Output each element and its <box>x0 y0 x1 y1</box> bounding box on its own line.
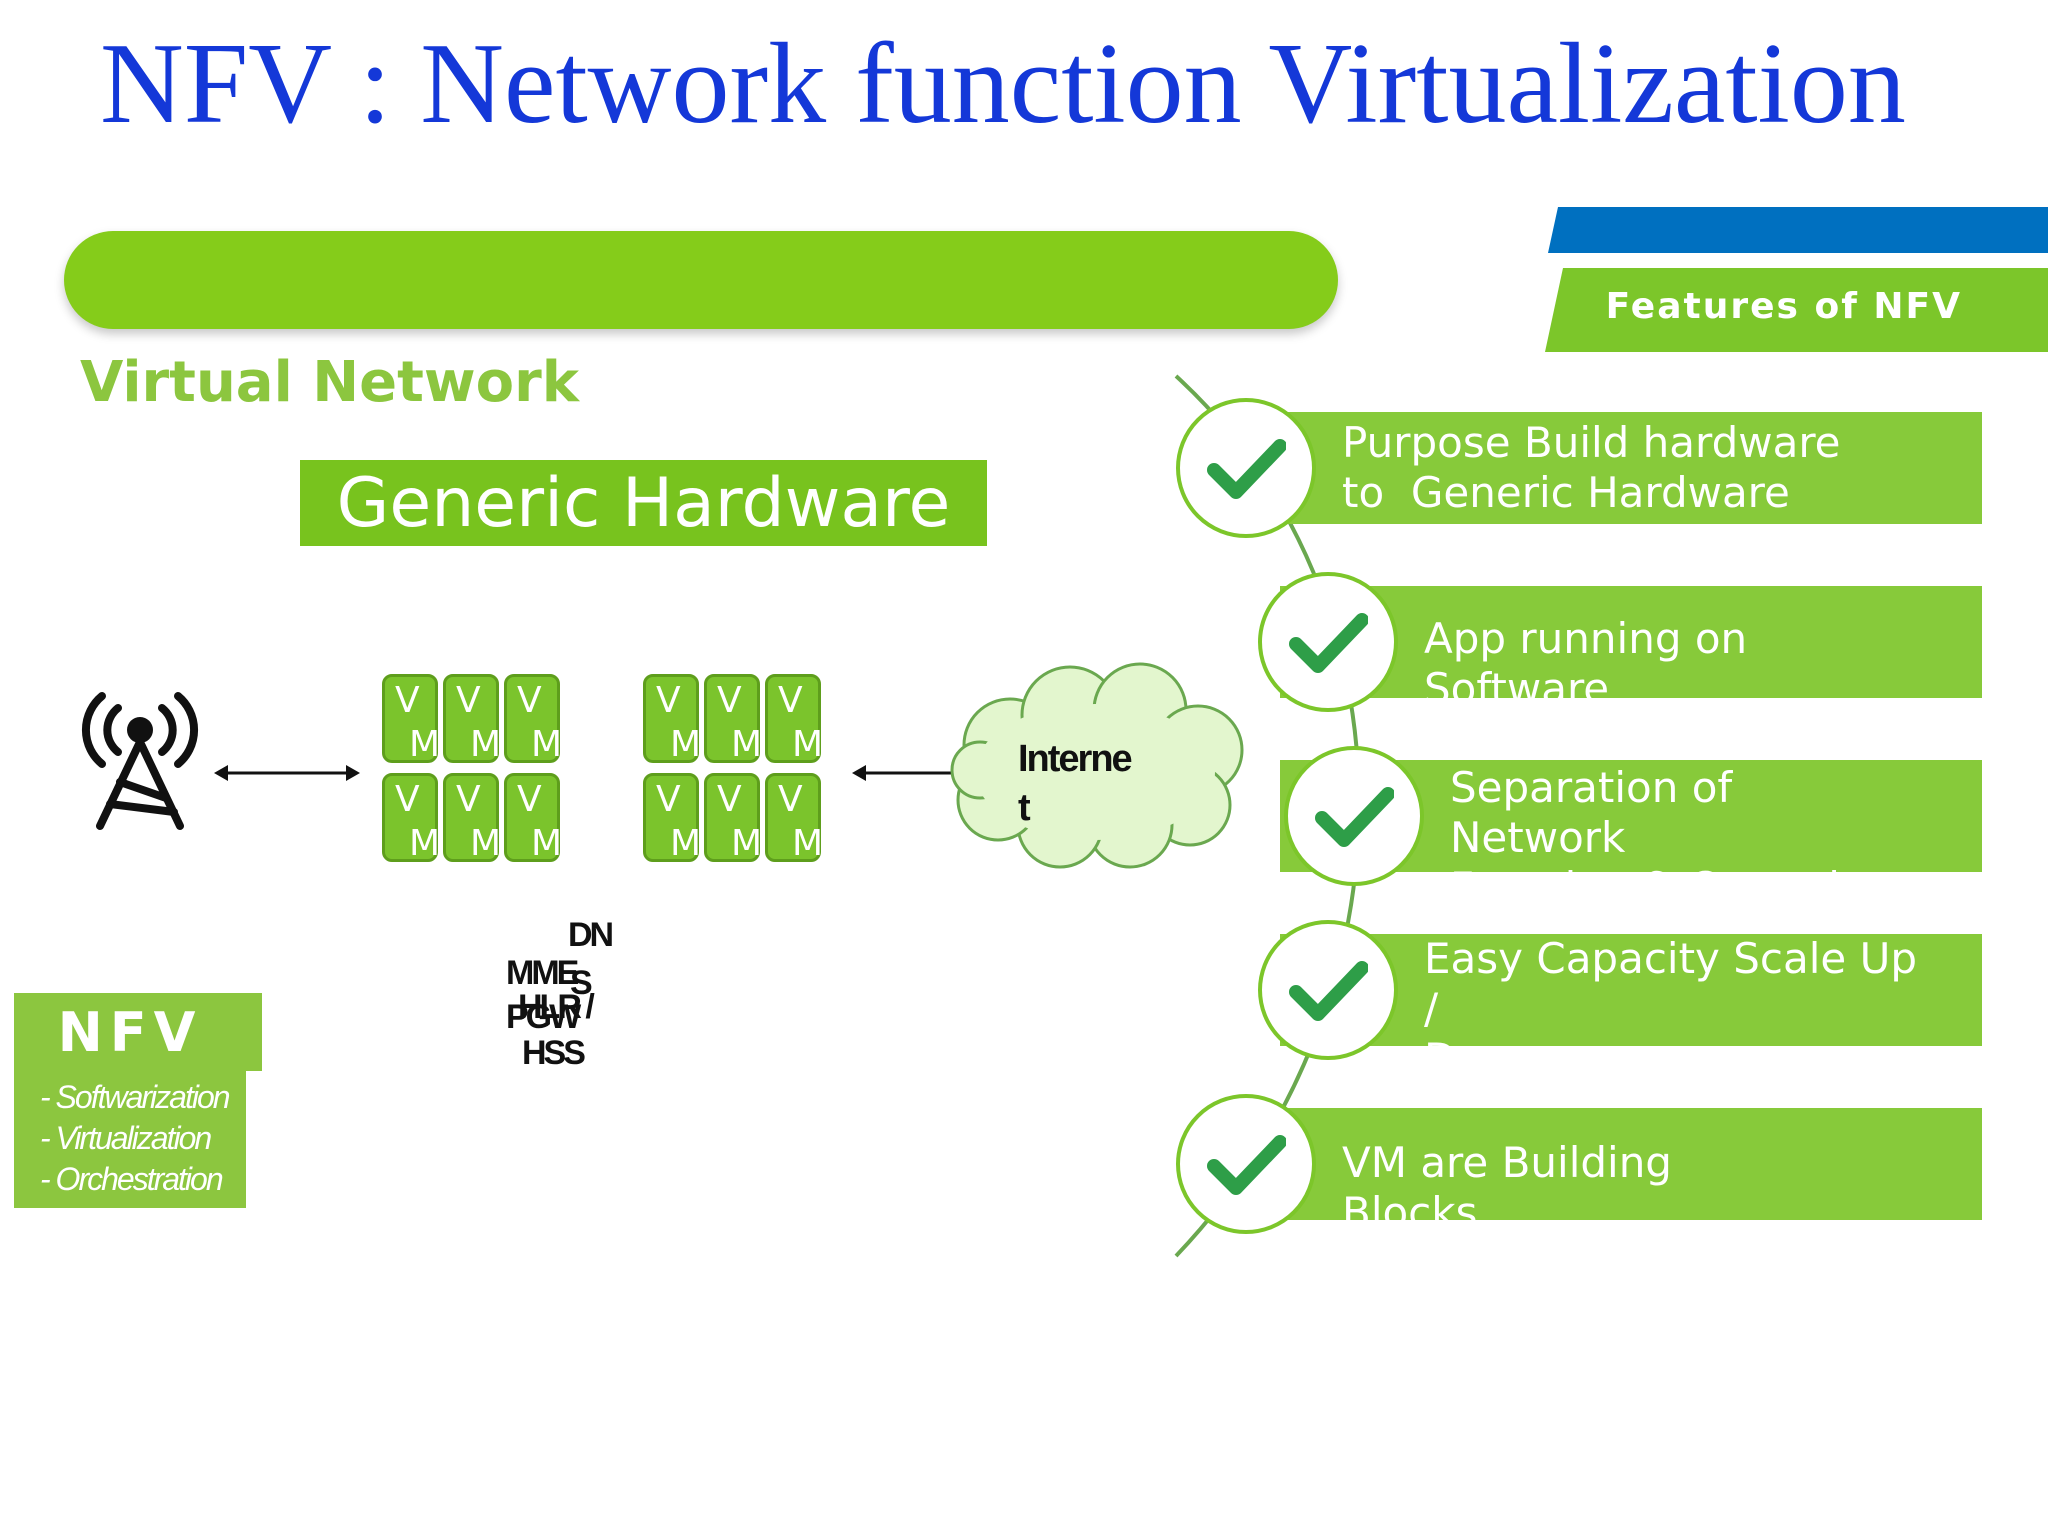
generic-hardware-box: Generic Hardware <box>300 460 987 546</box>
nfv-box-title: NFV <box>57 1001 203 1064</box>
nfv-box-tab <box>246 993 262 1071</box>
cell-tower-icon <box>82 692 198 830</box>
internet-label-line1: Interne <box>1018 738 1133 780</box>
header-green-bar <box>64 231 1338 329</box>
vm-letter-m: M <box>470 823 502 864</box>
vm-letter-m: M <box>531 724 563 765</box>
vm-letter-m: M <box>531 823 563 864</box>
generic-hardware-label: Generic Hardware <box>336 463 951 543</box>
feature-1-check-badge <box>1176 398 1316 538</box>
virtual-network-label: Virtual Network <box>80 350 579 415</box>
vm-letter-m: M <box>670 823 702 864</box>
internet-label: Interne t <box>1018 735 1133 834</box>
dns-label: DN <box>568 916 614 954</box>
nfv-item-softwarization: - Softwarization <box>40 1079 231 1115</box>
vm-letter-m: M <box>731 724 763 765</box>
features-header: Features of NFV <box>1605 286 1962 327</box>
feature-5-check-badge <box>1176 1094 1316 1234</box>
features-banner: Features of NFV <box>1545 268 2048 352</box>
feature-item-5: VM are Building Blocks <box>1280 1108 1982 1220</box>
feature-3-check-badge <box>1284 746 1424 886</box>
internet-label-line2: t <box>1018 787 1031 830</box>
feature-item-1-text: Purpose Build hardware to Generic Hardwa… <box>1342 418 1841 517</box>
vm-letter-m: M <box>470 724 502 765</box>
vm-letter-m: M <box>792 823 824 864</box>
feature-item-5-text: VM are Building Blocks <box>1342 1138 1672 1220</box>
hlr-label: HLR / <box>518 988 595 1026</box>
vm-letter-v: V <box>656 779 681 820</box>
checkmark-icon <box>1289 613 1368 673</box>
vm-letter-v: V <box>717 779 742 820</box>
feature-item-4-text: Easy Capacity Scale Up / Down <box>1424 934 1918 1046</box>
vm-letter-v: V <box>778 680 803 721</box>
nfv-item-virtualization: - Virtualization <box>40 1120 212 1156</box>
vm-letter-v: V <box>456 680 481 721</box>
vm-letter-v: V <box>517 680 542 721</box>
pgw-label: PGW <box>506 998 581 1036</box>
dns-label-s: S <box>570 964 593 1002</box>
checkmark-icon <box>1315 787 1394 847</box>
vm-letter-m: M <box>409 724 441 765</box>
feature-item-3-text: Separation of Network Function & Control <box>1450 763 1840 872</box>
vm-letter-m: M <box>409 823 441 864</box>
feature-2-check-badge <box>1258 572 1398 712</box>
nfv-item-orchestration: - Orchestration <box>40 1161 224 1197</box>
vm-letter-v: V <box>778 779 803 820</box>
slide-title: NFV : Network function Virtualization <box>100 20 1906 148</box>
vm-letter-v: V <box>517 779 542 820</box>
vm-letter-v: V <box>717 680 742 721</box>
tower-to-vm-arrow <box>214 765 360 781</box>
vm-letter-m: M <box>731 823 763 864</box>
vm-letter-m: M <box>792 724 824 765</box>
checkmark-icon <box>1207 1135 1286 1195</box>
feature-item-1: Purpose Build hardware to Generic Hardwa… <box>1280 412 1982 524</box>
mme-label: MME <box>506 954 579 992</box>
vm-letter-v: V <box>395 779 420 820</box>
vm-letter-v: V <box>395 680 420 721</box>
vm-letter-m: M <box>670 724 702 765</box>
vm-letter-v: V <box>456 779 481 820</box>
internet-cloud-icon <box>950 662 1244 869</box>
checkmark-icon <box>1289 961 1368 1021</box>
features-blue-band <box>1548 207 2048 253</box>
nfv-summary-box: NFV - Softwarization - Virtualization - … <box>14 993 262 1208</box>
vm-letter-v: V <box>656 680 681 721</box>
feature-item-2-text: App running on Software <box>1424 614 1748 698</box>
checkmark-icon <box>1207 439 1286 499</box>
hss-label: HSS <box>522 1034 586 1072</box>
feature-4-check-badge <box>1258 920 1398 1060</box>
